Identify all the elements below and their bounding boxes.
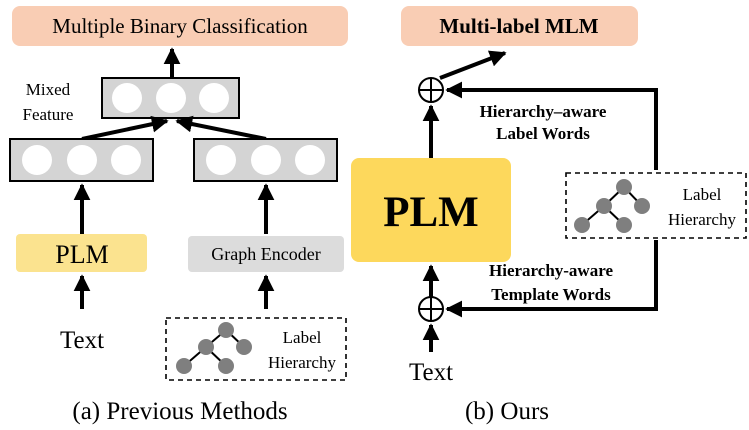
arrow-left-feature-to-mixed bbox=[81, 115, 169, 141]
text-input-label: Text bbox=[60, 327, 104, 354]
tree-node bbox=[236, 339, 252, 355]
label-hierarchy-line2: Hierarchy bbox=[268, 353, 336, 372]
mixed-feature-circle bbox=[112, 83, 142, 113]
multi-label-mlm-label: Multi-label MLM bbox=[439, 14, 598, 38]
template-words-line1: Hierarchy-aware bbox=[489, 261, 613, 280]
tree-node bbox=[574, 217, 590, 233]
tree-icon bbox=[176, 322, 252, 374]
caption-b: (b) Ours bbox=[465, 398, 549, 425]
arrow-right-feature-to-mixed bbox=[175, 115, 267, 141]
label-hierarchy-line1: Label bbox=[283, 328, 322, 347]
mixed-feature-circle bbox=[199, 83, 229, 113]
text-input-label-b: Text bbox=[409, 359, 453, 386]
caption-a: (a) Previous Methods bbox=[72, 398, 287, 425]
tree-node bbox=[616, 179, 632, 195]
label-hierarchy-box bbox=[165, 317, 347, 381]
multiple-binary-classification-box bbox=[12, 6, 348, 46]
label-words-line2: Label Words bbox=[496, 124, 590, 143]
multiple-binary-classification-label: Multiple Binary Classification bbox=[52, 14, 308, 38]
graph-encoder-box bbox=[188, 236, 344, 272]
tree-node bbox=[616, 217, 632, 233]
plm-label-large: PLM bbox=[383, 189, 479, 236]
lower-sum-node bbox=[418, 296, 444, 322]
arrow-plus-to-mlm bbox=[439, 50, 507, 80]
multi-label-mlm-box bbox=[401, 6, 638, 46]
graph-feature-circle bbox=[206, 145, 236, 175]
template-words-line2: Template Words bbox=[491, 285, 611, 304]
tree-node bbox=[218, 358, 234, 374]
mixed-feature-label-line2: Feature bbox=[23, 105, 74, 124]
graph-feature-circle bbox=[251, 145, 281, 175]
tree-node bbox=[218, 322, 234, 338]
tree-node bbox=[176, 358, 192, 374]
label-words-connector bbox=[445, 81, 658, 170]
label-hierarchy-b-line1: Label bbox=[683, 185, 722, 204]
plm-feature-circle bbox=[111, 145, 141, 175]
graph-feature-circle bbox=[295, 145, 325, 175]
tree-node bbox=[634, 198, 650, 214]
tree-icon bbox=[574, 179, 650, 233]
mixed-feature-circle bbox=[156, 83, 186, 113]
plm-feature-circle bbox=[67, 145, 97, 175]
panel-b: Multi-label MLM Hierarchy–aware Label Wo… bbox=[351, 6, 747, 425]
label-words-line1: Hierarchy–aware bbox=[480, 102, 607, 121]
mixed-feature-label-line1: Mixed bbox=[26, 80, 71, 99]
upper-sum-node bbox=[418, 77, 444, 103]
template-words-connector bbox=[445, 240, 658, 318]
graph-encoder-label: Graph Encoder bbox=[211, 244, 320, 264]
plm-box-small bbox=[16, 234, 147, 272]
tree-node bbox=[198, 339, 214, 355]
plm-box-large bbox=[351, 158, 511, 262]
tree-node bbox=[596, 198, 612, 214]
plm-label-small: PLM bbox=[55, 240, 108, 269]
plm-feature-circle bbox=[22, 145, 52, 175]
panel-a: Multiple Binary Classification Mixed Fea… bbox=[9, 6, 348, 425]
label-hierarchy-b-line2: Hierarchy bbox=[668, 210, 736, 229]
label-hierarchy-box-b bbox=[565, 172, 747, 239]
